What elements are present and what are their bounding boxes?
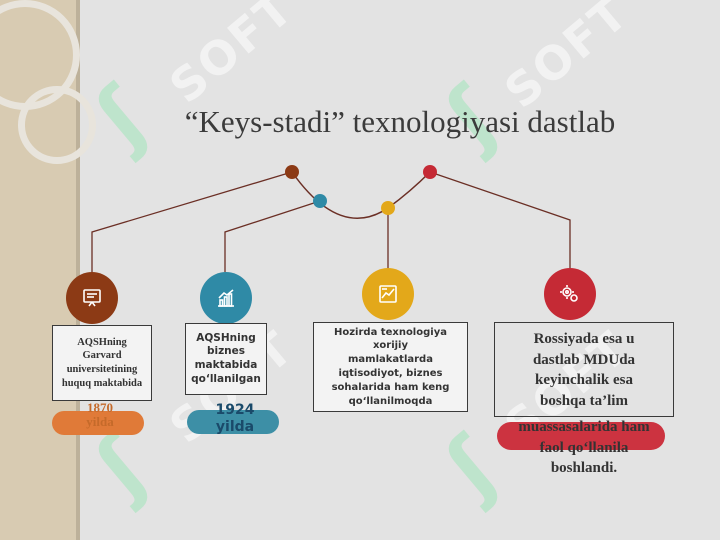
timeline-dot-2: [313, 194, 327, 208]
step-4-node: [544, 268, 596, 320]
step-3-line: iqtisodiyot, biznes: [338, 368, 443, 379]
step-2-line: AQSHning: [196, 331, 256, 344]
step-4-overflow-text: muassasalarida ham faol qo‘llanila boshl…: [494, 417, 674, 479]
step-4-line: Rossiyada esa u: [533, 331, 635, 347]
step-2-box: AQSHning biznes maktabida qo‘llanilgan: [185, 323, 267, 395]
gears-icon: [560, 285, 578, 302]
step-4-line: dastlab MDUda: [532, 351, 636, 368]
step-1-line: huquq maktabida: [61, 377, 143, 389]
step-3-line: mamlakatlarda: [348, 354, 433, 366]
step-2-year-pill: [187, 410, 279, 434]
step-1-node: [66, 272, 118, 324]
decor-ring-small: [18, 86, 96, 164]
step-1-year-suffix: yilda: [86, 414, 114, 430]
slide-title: “Keys-stadi” texnologiyasi dastlab: [184, 104, 616, 139]
step-4-line: keyinchalik esa: [535, 372, 633, 389]
step-2-line: biznes: [206, 345, 246, 358]
step-4-box: Rossiyada esa u dastlab MDUda keyinchali…: [494, 322, 674, 417]
step-2-node: [200, 272, 252, 324]
step-2-line: maktabida: [194, 359, 258, 371]
step-3-line: sohalarida ham keng: [331, 381, 450, 393]
step-3-line: xorijiy: [372, 340, 409, 352]
step-4-pill: [497, 422, 665, 450]
step-2-year-label: 1924 yilda: [196, 402, 274, 436]
connector-line-4: [429, 171, 571, 268]
timeline-dot-4: [423, 165, 437, 179]
step-4-line: muassasalarida ham: [518, 419, 650, 435]
step-1-year-pill: [52, 411, 144, 435]
step-3-line: qo‘llanilmoqda: [348, 395, 433, 407]
step-4-line: faol qo‘llanila: [539, 439, 629, 456]
step-1-box: AQSHning Garvard universitetining huquq …: [52, 325, 152, 401]
step-1-line: Garvard: [82, 350, 122, 362]
growth-chart-icon: [218, 289, 234, 307]
left-strip-edge: [76, 0, 80, 540]
step-1-line: universitetining: [66, 364, 138, 375]
step-4-line: boshlandi.: [550, 460, 618, 477]
step-2-line: qo‘llanilgan: [191, 372, 261, 385]
presentation-icon: [83, 289, 101, 307]
connector-line-2: [224, 200, 321, 272]
arc-curve: [291, 171, 431, 219]
timeline-dot-3: [381, 201, 395, 215]
step-4-line: boshqa ta’lim: [540, 393, 628, 410]
connector-line-1: [91, 171, 293, 272]
step-3-line: Hozirda texnologiya: [334, 326, 447, 338]
report-chart-icon: [379, 285, 397, 303]
step-2-year: 1924: [215, 402, 255, 418]
step-1-line: AQSHning: [77, 336, 127, 348]
step-2-year-suffix: yilda: [215, 418, 255, 435]
step-3-box: Hozirda texnologiya xorijiy mamlakatlard…: [313, 322, 468, 412]
step-1-year-label: 1870 yilda: [60, 400, 140, 430]
step-1-year: 1870: [87, 400, 113, 415]
timeline-dot-1: [285, 165, 299, 179]
step-3-node: [362, 268, 414, 320]
